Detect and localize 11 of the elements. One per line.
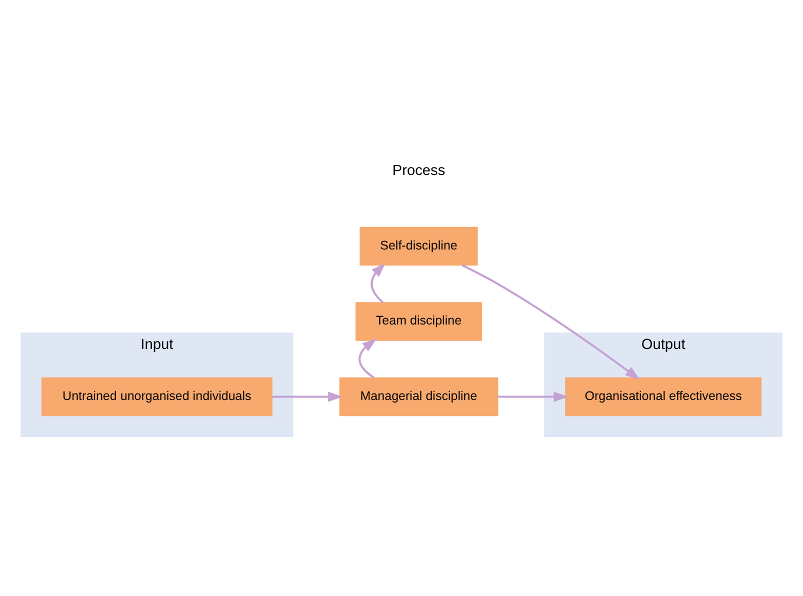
node-box: Managerial discipline <box>339 376 498 416</box>
arrow <box>462 264 640 380</box>
node-box: Organisational effectiveness <box>565 376 762 416</box>
arrow <box>358 338 377 378</box>
label: Process <box>392 162 446 178</box>
node-box: Team discipline <box>356 302 482 340</box>
arrow <box>498 391 568 402</box>
arrow <box>370 262 386 303</box>
node-box: Untrained unorganised individuals <box>41 376 272 416</box>
node-box: Self-discipline <box>360 226 478 266</box>
arrow <box>272 391 343 402</box>
